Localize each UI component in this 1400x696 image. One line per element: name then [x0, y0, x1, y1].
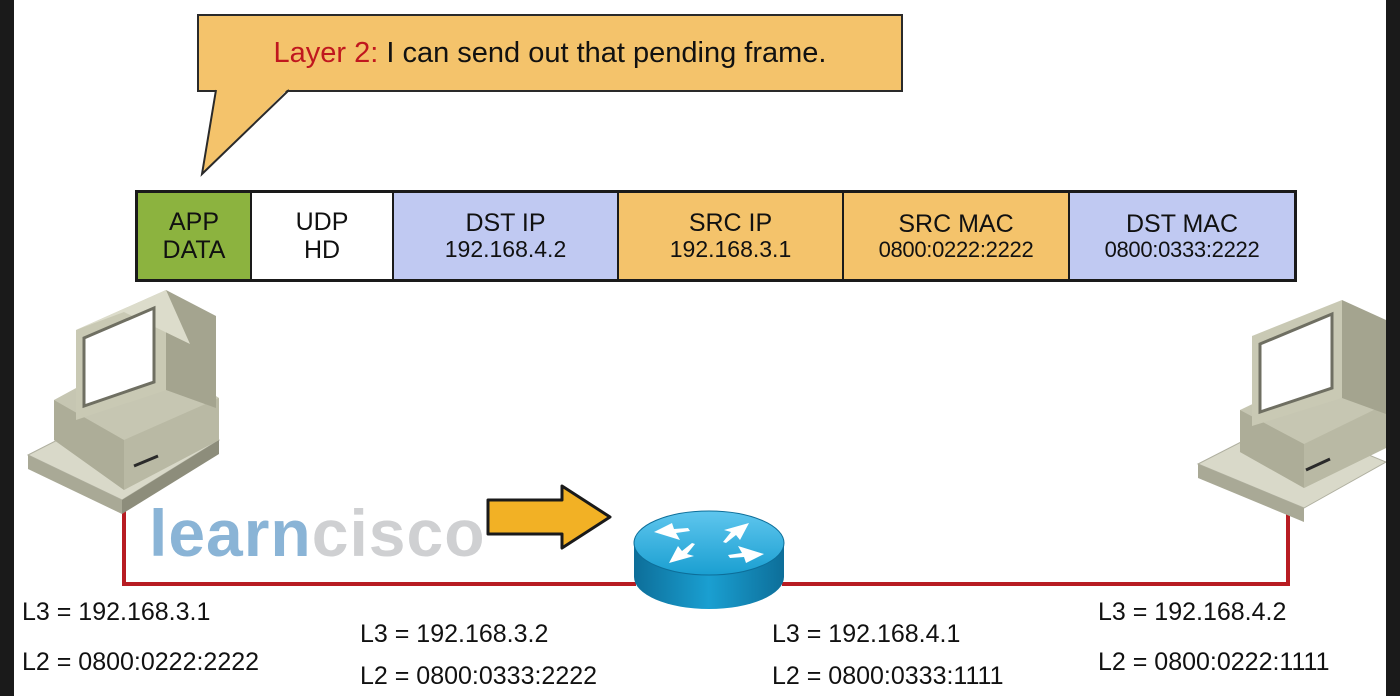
udp-line1: UDP — [295, 208, 349, 236]
dst-mac-label: DST MAC — [1125, 209, 1239, 238]
pc-left-l3: L3 = 192.168.3.1 — [22, 598, 211, 626]
watermark-part2: cisco — [311, 496, 486, 570]
right-pc-icon — [1196, 300, 1386, 522]
direction-arrow-icon — [486, 484, 612, 550]
frame-field-udp-header: UDP HD — [252, 193, 394, 279]
link-right — [782, 506, 1290, 586]
pc-left-l2: L2 = 0800:0222:2222 — [22, 648, 260, 676]
speech-bubble: Layer 2: I can send out that pending fra… — [197, 14, 903, 92]
diagram-canvas: Layer 2: I can send out that pending fra… — [14, 0, 1386, 696]
frame-field-app-data: APP DATA — [138, 193, 252, 279]
left-pc-icon — [26, 290, 221, 514]
speech-bubble-tail — [200, 88, 290, 177]
frame-field-src-ip: SRC IP 192.168.3.1 — [619, 193, 844, 279]
dst-ip-label: DST IP — [465, 209, 546, 238]
app-data-line1: APP — [168, 208, 220, 236]
frame-field-dst-mac: DST MAC 0800:0333:2222 — [1070, 193, 1294, 279]
dst-mac-value: 0800:0333:2222 — [1104, 236, 1260, 262]
callout-message: I can send out that pending frame. — [378, 36, 827, 69]
pc-right-l3: L3 = 192.168.4.2 — [1098, 598, 1287, 626]
router-left-l3: L3 = 192.168.3.2 — [360, 620, 549, 648]
app-data-line2: DATA — [162, 236, 226, 264]
udp-line2: HD — [303, 236, 341, 264]
router-left-l2: L2 = 0800:0333:2222 — [360, 662, 598, 690]
src-mac-value: 0800:0222:2222 — [878, 236, 1034, 262]
router-icon — [633, 510, 785, 609]
network-topology — [26, 290, 1386, 609]
router-right-l2: L2 = 0800:0333:1111 — [772, 662, 1004, 690]
src-mac-label: SRC MAC — [898, 209, 1014, 238]
callout-layer: Layer 2: — [273, 36, 379, 69]
dst-ip-value: 192.168.4.2 — [444, 236, 567, 263]
watermark-part1: learn — [149, 496, 312, 570]
link-left — [122, 508, 636, 586]
frame-field-dst-ip: DST IP 192.168.4.2 — [394, 193, 619, 279]
frame-field-src-mac: SRC MAC 0800:0222:2222 — [844, 193, 1070, 279]
router-right-l3: L3 = 192.168.4.1 — [772, 620, 961, 648]
src-ip-label: SRC IP — [688, 209, 773, 238]
learncisco-watermark: learncisco — [149, 500, 486, 566]
src-ip-value: 192.168.3.1 — [669, 236, 792, 263]
pc-right-l2: L2 = 0800:0222:1111 — [1098, 648, 1330, 676]
packet-frame: APP DATA UDP HD DST IP 192.168.4.2 SRC I… — [135, 190, 1297, 282]
